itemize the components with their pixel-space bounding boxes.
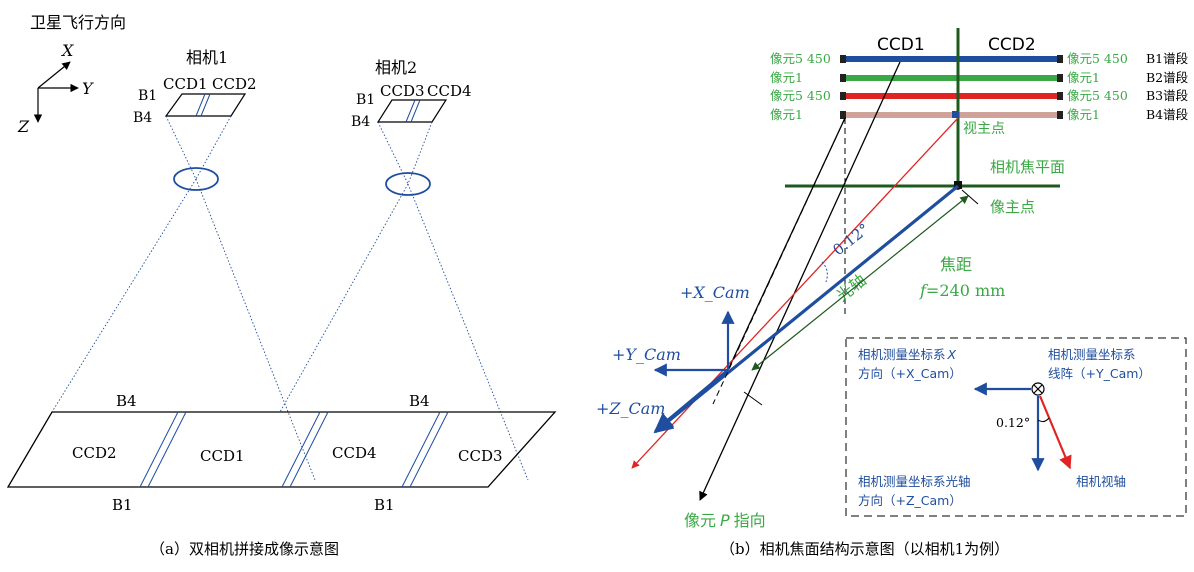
- focal-length-value: f=240 mm: [919, 281, 1005, 300]
- focal-plane-label: 相机焦平面: [990, 158, 1065, 176]
- projection-rays: [51, 115, 529, 481]
- axis-y-label: Y: [82, 79, 94, 98]
- band-b3-name: B3谱段: [1146, 88, 1188, 103]
- band-b2-left: 像元1: [770, 70, 803, 85]
- camera-2-ccd4-label: CCD4: [427, 82, 472, 100]
- view-principal-point-label: 视主点: [963, 121, 1005, 137]
- optical-axis: [653, 184, 960, 434]
- camera-2-ccd-gap-a: [405, 99, 416, 123]
- dashed-ray: [712, 117, 846, 405]
- camera-1-label: 相机1: [186, 48, 228, 67]
- axes-xyz: X Y Z: [17, 41, 94, 136]
- inset-frame: [845, 337, 1187, 517]
- plus-x-label: +X_Cam: [680, 283, 750, 302]
- band-b3-right: 像元5 450: [1067, 88, 1128, 103]
- ground-gap-2a: [281, 411, 321, 488]
- ground-ccd4-label: CCD4: [332, 444, 377, 462]
- band-b1-right: 像元5 450: [1067, 51, 1128, 66]
- inset-y-line2: 线阵（+Y_Cam）: [1048, 366, 1151, 381]
- image-principal-point-label: 像主点: [990, 198, 1035, 216]
- camera-1: 相机1 CCD1 CCD2 B1 B4: [133, 48, 257, 191]
- ground-gap-1b: [147, 411, 187, 488]
- camera-2-ccd3-label: CCD3: [380, 82, 425, 100]
- camera-1-ccd2-label: CCD2: [212, 75, 257, 93]
- band-b2-name: B2谱段: [1146, 70, 1188, 85]
- inset-x-line2: 方向（+X_Cam）: [858, 366, 962, 381]
- angle-arc: [821, 261, 828, 283]
- band-b1-name: B1谱段: [1146, 51, 1188, 66]
- ground-ccd1-label: CCD1: [200, 447, 245, 465]
- band-bar-b1: [843, 56, 1059, 62]
- inset-z-line1: 相机测量坐标系光轴: [858, 474, 971, 489]
- ground-gap-3b: [409, 411, 449, 488]
- caption-b: （b）相机焦面结构示意图（以相机1为例）: [720, 540, 1009, 558]
- focal-length-label: 焦距: [940, 255, 972, 274]
- camera-2-lens: [385, 172, 431, 196]
- ground-b4-left: B4: [116, 392, 137, 410]
- ccd2-label: CCD2: [988, 35, 1036, 55]
- flight-direction-label: 卫星飞行方向: [30, 13, 126, 32]
- plus-z-label: +Z_Cam: [596, 399, 665, 418]
- camera-2-label: 相机2: [375, 58, 417, 77]
- band-b3-left: 像元5 450: [770, 88, 831, 103]
- ground-swath: B4 B4 B1 B1 CCD2 CCD1 CCD4 CCD3: [6, 392, 557, 514]
- panel-a: 卫星飞行方向 X Y Z 相机1 CCD1 CCD2 B1 B4 相机2 CCD…: [6, 13, 557, 558]
- camera-1-lens: [173, 167, 219, 191]
- inset-angle-label: 0.12°: [996, 415, 1030, 430]
- plus-z-axis: [654, 368, 729, 432]
- ground-swath-outline: [6, 411, 557, 488]
- axis-x-label: X: [60, 41, 74, 60]
- band-bar-b3: [843, 93, 1059, 99]
- band-bar-b4: [843, 112, 1059, 118]
- ground-ccd3-label: CCD3: [458, 447, 503, 465]
- band-b1-left: 像元5 450: [770, 51, 831, 66]
- pixel-p-ray: [699, 61, 901, 501]
- axis-z-label: Z: [17, 117, 30, 136]
- camera-axes: +X_Cam +Y_Cam +Z_Cam: [596, 283, 750, 418]
- camera-1-b4-label: B4: [133, 110, 152, 126]
- axis-x-arrow: [37, 61, 71, 89]
- band-labels: 像元5 450 像元5 450 B1谱段 像元1 像元1 B2谱段 像元5 45…: [770, 51, 1188, 122]
- angle-label: 0.12°: [829, 220, 872, 259]
- camera-2-b1-label: B1: [356, 92, 375, 108]
- ground-b1-left: B1: [112, 496, 133, 514]
- camera-1-ccd-gap-b: [200, 93, 211, 117]
- ground-ccd2-label: CCD2: [72, 444, 117, 462]
- camera-1-ccd-gap-a: [195, 93, 206, 117]
- plus-y-label: +Y_Cam: [612, 345, 681, 364]
- view-principal-point-marker: [952, 111, 959, 118]
- ccd1-label: CCD1: [877, 35, 925, 55]
- panel-b: CCD1 CCD2 像元5 450 像元5 450 B1谱段 像元1 像元1 B…: [596, 28, 1188, 558]
- ground-b4-right: B4: [409, 392, 430, 410]
- focal-length-tick: [743, 391, 763, 406]
- band-bars: [840, 55, 1063, 119]
- camera-1-b1-label: B1: [138, 88, 157, 104]
- camera-2-b4-label: B4: [351, 114, 370, 130]
- ground-gap-1a: [139, 411, 179, 488]
- band-b4-right: 像元1: [1067, 107, 1100, 122]
- caption-a: （a）双相机拼接成像示意图: [150, 540, 339, 558]
- band-b4-left: 像元1: [770, 107, 803, 122]
- band-b4-name: B4谱段: [1146, 107, 1188, 122]
- inset-z-line2: 方向（+Z_Cam）: [858, 493, 962, 508]
- camera-2: 相机2 CCD3 CCD4 B1 B4: [351, 58, 472, 196]
- inset-y-line1: 相机测量坐标系: [1048, 347, 1136, 362]
- ground-gap-2b: [289, 411, 329, 488]
- image-principal-point-marker: [954, 181, 962, 189]
- ground-b1-right: B1: [374, 496, 395, 514]
- band-bar-b2: [843, 75, 1059, 81]
- ground-gap-3a: [401, 411, 441, 488]
- inset-view-axis-label: 相机视轴: [1076, 474, 1126, 489]
- camera-2-ccd-gap-b: [410, 99, 421, 123]
- inset-view-axis-arrow: [1038, 395, 1072, 470]
- focal-length-dimension: [751, 195, 969, 371]
- camera-1-ccd1-label: CCD1: [163, 75, 208, 93]
- band-b2-right: 像元1: [1067, 70, 1100, 85]
